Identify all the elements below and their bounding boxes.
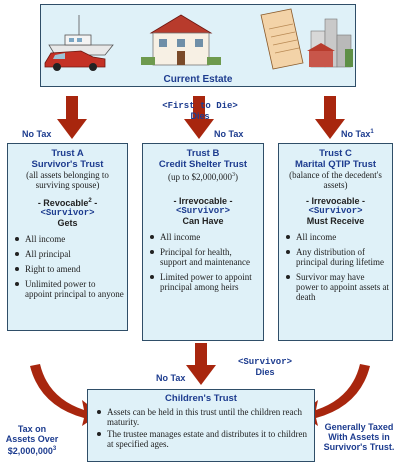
trust-b-role: <Survivor> [175, 206, 230, 216]
trust-c-box: Trust C Marital QTIP Trust (balance of t… [278, 143, 393, 341]
trust-c-list: All income Any distribution of principal… [282, 232, 389, 302]
estate-illustration [44, 8, 353, 71]
trust-a-title: Trust A [51, 148, 84, 159]
tax-over-limit-note: Tax on Assets Over $2,000,0003 [5, 424, 59, 456]
generally-taxed-note: Generally Taxed With Assets in Survivor'… [323, 422, 395, 452]
arrow-to-trust-a [57, 96, 87, 139]
list-item: Survivor may have power to appoint asset… [282, 272, 389, 302]
list-item: Unlimited power to appoint principal to … [11, 279, 124, 299]
no-tax-label-c: No Tax1 [341, 129, 374, 139]
trust-a-subtitle: Survivor's Trust [31, 159, 104, 170]
trust-b-list: All income Principal for health, support… [146, 232, 260, 292]
trust-c-title: Trust C [319, 148, 352, 159]
trust-b-box: Trust B Credit Shelter Trust (up to $2,0… [142, 143, 264, 341]
no-tax-label-b: No Tax [214, 129, 244, 139]
trust-a-box: Trust A Survivor's Trust (all assets bel… [7, 143, 128, 331]
survivor-dies-label: <Survivor> Dies [237, 357, 292, 377]
trust-b-description: (up to $2,000,0003) [168, 172, 238, 182]
childrens-trust-box: Children's Trust Assets can be held in t… [87, 389, 315, 462]
no-tax-label-children: No Tax [156, 373, 186, 383]
list-item: All income [146, 232, 260, 242]
trust-a-role: <Survivor> [40, 208, 95, 218]
trust-b-verb: Can Have [182, 216, 224, 226]
list-item: All income [11, 234, 124, 244]
childrens-trust-title: Children's Trust [165, 393, 237, 404]
boat-icon [48, 15, 114, 56]
trust-c-description: (balance of the decedent's assets) [289, 170, 382, 190]
no-tax-label-a: No Tax [22, 129, 52, 139]
list-item: Assets can be held in this trust until t… [93, 407, 309, 427]
list-item: All income [282, 232, 389, 242]
list-item: All principal [11, 249, 124, 259]
buildings-icon [307, 18, 353, 68]
list-item: The trustee manages estate and distribut… [93, 429, 309, 449]
list-item: Right to amend [11, 264, 124, 274]
house-icon [141, 14, 221, 66]
list-item: Principal for health, support and mainte… [146, 247, 260, 267]
trust-a-status: - Revocable2 - [37, 198, 98, 208]
trust-c-subtitle: Marital QTIP Trust [294, 159, 377, 170]
list-item: Limited power to appoint principal among… [146, 272, 260, 292]
trust-b-status: - Irrevocable - [173, 196, 233, 206]
childrens-trust-list: Assets can be held in this trust until t… [93, 407, 309, 449]
trust-b-subtitle: Credit Shelter Trust [158, 159, 248, 170]
first-to-die-label: <First to Die> Dies [162, 101, 238, 121]
trust-c-verb: Must Receive [306, 216, 365, 226]
trust-a-description: (all assets belonging to surviving spous… [26, 170, 109, 190]
current-estate-caption: Current Estate [163, 74, 233, 85]
trust-b-title: Trust B [186, 148, 220, 159]
trust-a-list: All income All principal Right to amend … [11, 234, 124, 299]
trust-a-verb: Gets [57, 218, 78, 228]
arrow-to-childrens-trust [186, 343, 216, 385]
insurance-policy-icon [260, 8, 304, 70]
current-estate-box: Current Estate [40, 4, 356, 87]
car-icon [44, 50, 106, 71]
list-item: Any distribution of principal during lif… [282, 247, 389, 267]
trust-c-status: - Irrevocable - [305, 196, 366, 206]
trust-c-role: <Survivor> [308, 206, 363, 216]
